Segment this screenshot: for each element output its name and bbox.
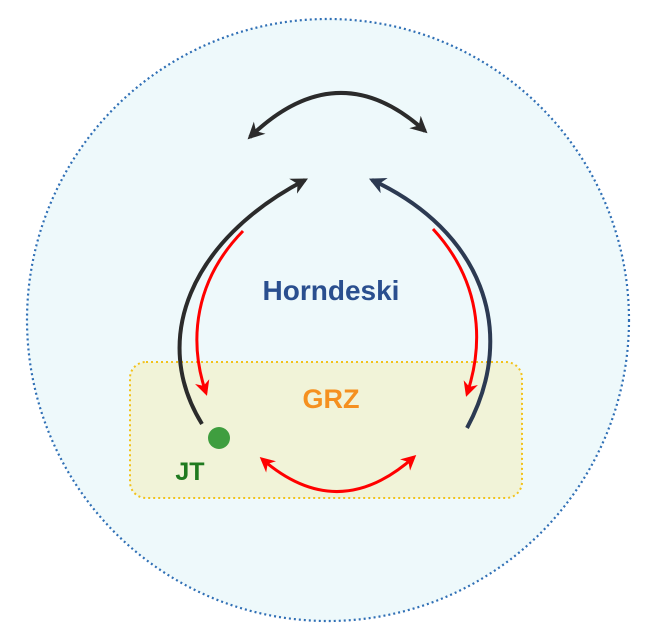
grz-label: GRZ [303, 384, 360, 414]
bottom-double-red-arrow [259, 455, 417, 493]
left-upward-arrow [177, 178, 308, 426]
horndeski-label: Horndeski [263, 275, 400, 306]
grz-region [129, 361, 523, 499]
jt-point [208, 427, 230, 449]
right-upward-arrow [368, 178, 493, 429]
left-downward-red-arrow [195, 229, 245, 396]
right-downward-red-arrow [431, 227, 479, 397]
top-double-arrow [247, 90, 428, 140]
horndeski-region [25, 17, 631, 623]
jt-label: JT [175, 458, 204, 486]
